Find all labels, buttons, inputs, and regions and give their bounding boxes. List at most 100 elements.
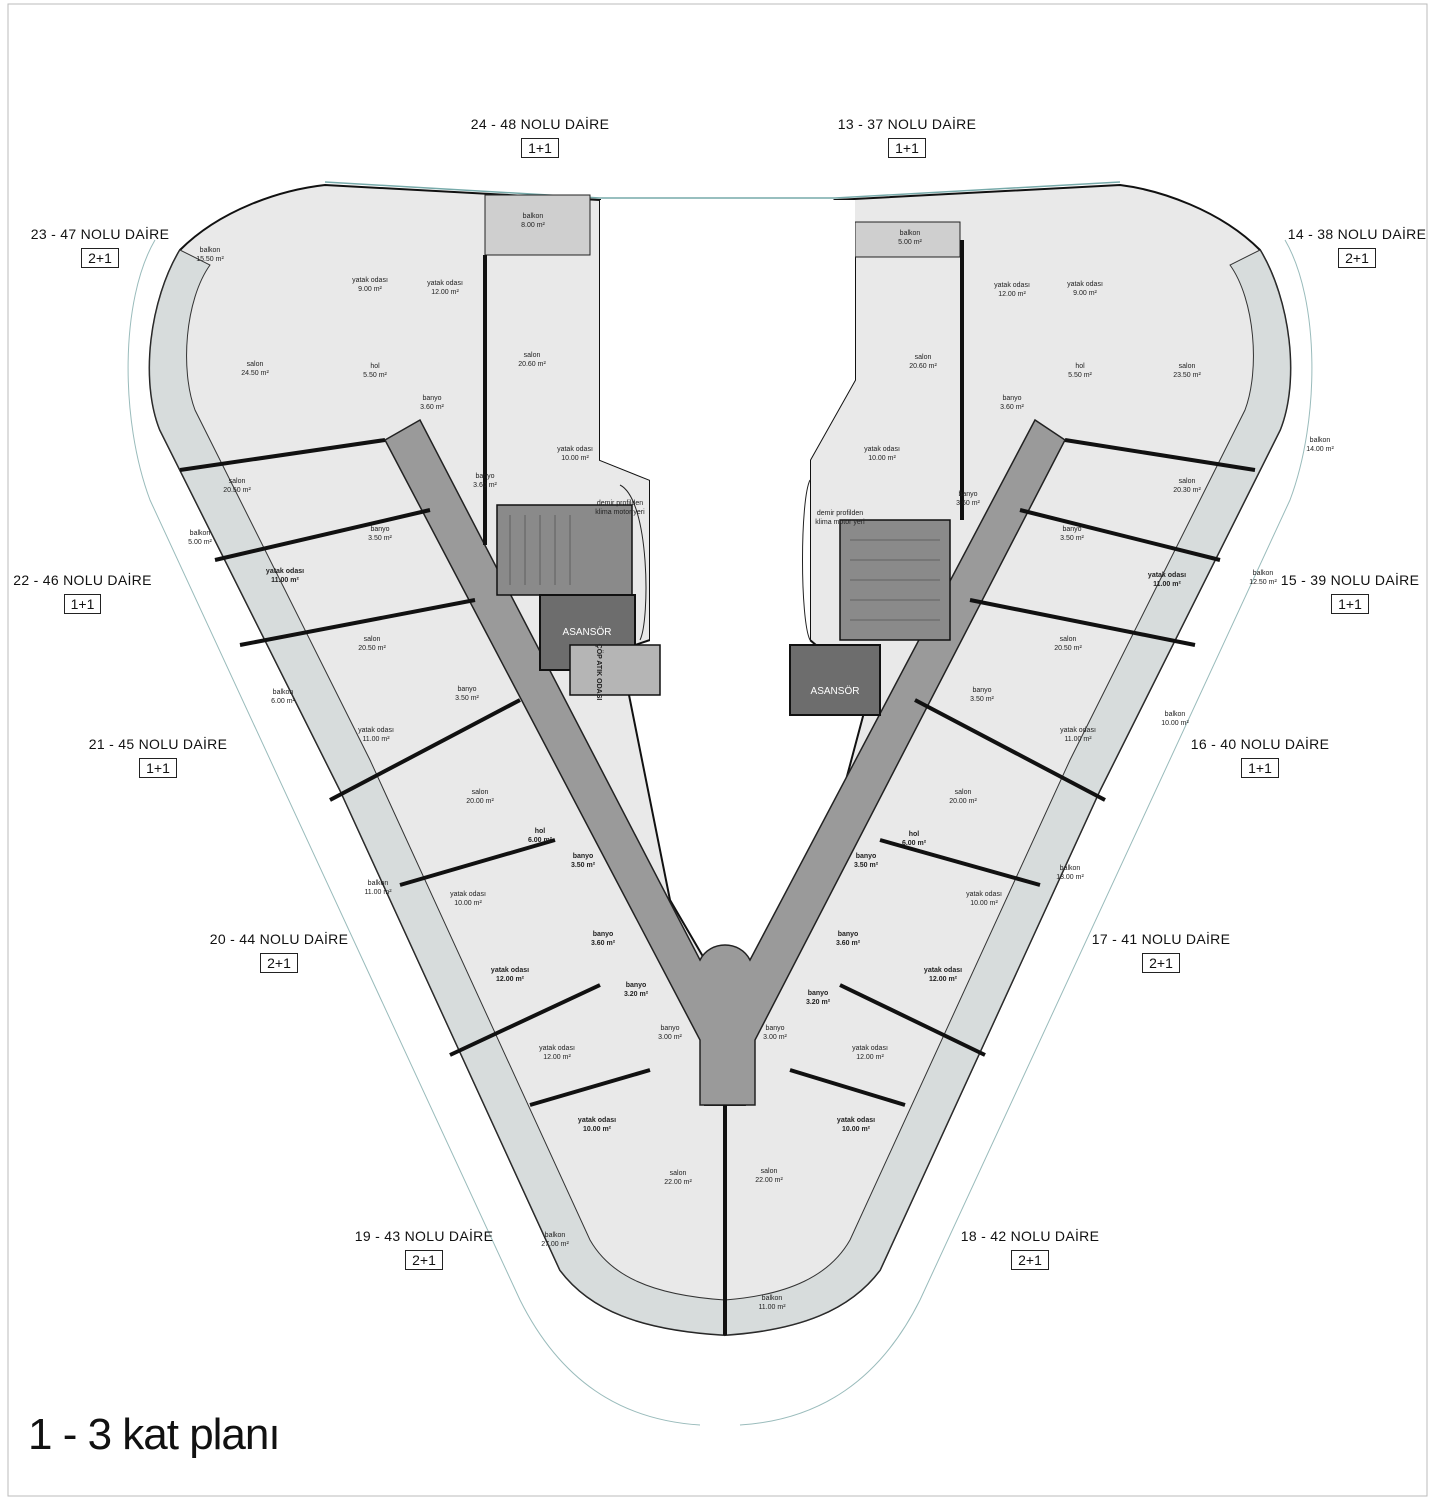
- stair-right-treads: [850, 539, 940, 621]
- room-area: 3.50 m²: [455, 695, 479, 702]
- room-name: salon: [955, 789, 972, 796]
- room-name: salon: [1179, 478, 1196, 485]
- unit-name: 14 - 38 NOLU DAİRE: [1287, 226, 1427, 242]
- room-area: 20.00 m²: [949, 798, 977, 805]
- room-area: 3.20 m²: [806, 999, 831, 1006]
- room-name: balkon: [1310, 437, 1331, 444]
- room-name: salon: [670, 1170, 687, 1177]
- unit-type-badge: 1+1: [1331, 594, 1369, 614]
- room-area: 3.50 m²: [1060, 535, 1084, 542]
- room-name: yatak odası: [539, 1045, 575, 1052]
- unit-name: 20 - 44 NOLU DAİRE: [209, 931, 349, 947]
- room-name: yatak odası: [450, 891, 486, 898]
- room-name: banyo: [1062, 526, 1081, 533]
- room-name: yatak odası: [427, 280, 463, 287]
- room-area: 10.00 m²: [454, 900, 482, 907]
- partition-walls: [179, 240, 1256, 1335]
- unit-name: 13 - 37 NOLU DAİRE: [837, 116, 977, 132]
- room-area: 11.00 m²: [758, 1304, 786, 1311]
- room-area: 22.00 m²: [664, 1179, 692, 1186]
- room-area: 20.50 m²: [223, 487, 251, 494]
- room-name: yatak odası: [837, 1117, 875, 1124]
- room-name: banyo: [856, 853, 877, 860]
- room-area: 11.00 m²: [1153, 581, 1181, 588]
- ac-note-right-2: klima motor yeri: [815, 519, 865, 526]
- room-name: balkon: [190, 530, 211, 537]
- unit-type-badge: 2+1: [405, 1250, 443, 1270]
- room-name: balkon: [368, 880, 389, 887]
- unit-label-17-41: 17 - 41 NOLU DAİRE 2+1: [1076, 931, 1246, 973]
- room-name: balkon: [523, 213, 544, 220]
- room-area: 12.00 m²: [856, 1054, 884, 1061]
- room-name: banyo: [972, 687, 991, 694]
- room-name: salon: [229, 478, 246, 485]
- room-area: 22.00 m²: [755, 1177, 783, 1184]
- corridor-v: [383, 418, 1066, 1106]
- room-area: 27.00 m²: [541, 1241, 569, 1248]
- room-area: 3.50 m²: [854, 862, 879, 869]
- room-name: balkon: [900, 230, 921, 237]
- room-area: 12.00 m²: [431, 289, 459, 296]
- room-name: hol: [1075, 363, 1085, 370]
- room-area: 12.50 m²: [1249, 579, 1277, 586]
- unit-label-24-48: 24 - 48 NOLU DAİRE 1+1: [455, 116, 625, 158]
- room-area: 10.00 m²: [970, 900, 998, 907]
- room-area: 15.50 m²: [196, 256, 224, 263]
- room-name: yatak odası: [358, 727, 394, 734]
- top-glass-railing: [324, 181, 1121, 199]
- room-area: 20.60 m²: [518, 361, 546, 368]
- unit-name: 23 - 47 NOLU DAİRE: [30, 226, 170, 242]
- ac-niche-right: [802, 479, 811, 641]
- room-area: 23.50 m²: [1173, 372, 1201, 379]
- room-area: 12.00 m²: [543, 1054, 571, 1061]
- room-area: 6.00 m²: [902, 840, 927, 847]
- room-name: banyo: [958, 491, 977, 498]
- unit-type-badge: 1+1: [521, 138, 559, 158]
- unit-label-14-38: 14 - 38 NOLU DAİRE 2+1: [1272, 226, 1435, 268]
- room-area: 3.00 m²: [658, 1034, 682, 1041]
- room-name: balkon: [1165, 711, 1186, 718]
- room-name: balkon: [1253, 570, 1274, 577]
- room-name: salon: [364, 636, 381, 643]
- room-area: 10.00 m²: [583, 1126, 612, 1133]
- room-name: banyo: [475, 473, 494, 480]
- room-area: 3.60 m²: [420, 404, 444, 411]
- unit-label-19-43: 19 - 43 NOLU DAİRE 2+1: [339, 1228, 509, 1270]
- room-name: banyo: [660, 1025, 679, 1032]
- room-name: salon: [524, 352, 541, 359]
- room-area: 14.00 m²: [1306, 446, 1334, 453]
- ac-niche-left: [619, 484, 647, 641]
- room-name: salon: [472, 789, 489, 796]
- unit-type-badge: 2+1: [1142, 953, 1180, 973]
- room-name: balkon: [762, 1295, 783, 1302]
- room-area: 24.50 m²: [241, 370, 269, 377]
- room-area: 6.00 m²: [528, 837, 553, 844]
- top-balcony-right: [854, 221, 961, 258]
- room-name: banyo: [370, 526, 389, 533]
- room-area: 5.00 m²: [898, 239, 922, 246]
- unit-type-badge: 1+1: [63, 594, 102, 614]
- room-name: yatak odası: [578, 1117, 616, 1124]
- room-name: banyo: [626, 982, 647, 989]
- unit-name: 18 - 42 NOLU DAİRE: [960, 1228, 1100, 1244]
- room-name: banyo: [422, 395, 441, 402]
- room-name: yatak odası: [1148, 572, 1186, 579]
- room-area: 6.00 m²: [271, 698, 295, 705]
- room-name: yatak odası: [491, 967, 529, 974]
- room-name: banyo: [808, 990, 829, 997]
- unit-label-18-42: 18 - 42 NOLU DAİRE 2+1: [945, 1228, 1115, 1270]
- room-name: yatak odası: [266, 568, 304, 575]
- room-area: 3.60 m²: [956, 500, 980, 507]
- room-name: hol: [370, 363, 380, 370]
- room-area: 11.00 m²: [362, 736, 390, 743]
- ac-note-right-1: demir profilden: [817, 510, 863, 517]
- room-name: yatak odası: [852, 1045, 888, 1052]
- room-area: 20.60 m²: [909, 363, 937, 370]
- room-area: 3.50 m²: [970, 696, 994, 703]
- room-name: salon: [915, 354, 932, 361]
- room-name: hol: [535, 828, 546, 835]
- unit-name: 22 - 46 NOLU DAİRE: [13, 572, 152, 588]
- courtyard-void: [600, 200, 855, 700]
- unit-type-badge: 1+1: [888, 138, 926, 158]
- unit-name: 15 - 39 NOLU DAİRE: [1280, 572, 1420, 588]
